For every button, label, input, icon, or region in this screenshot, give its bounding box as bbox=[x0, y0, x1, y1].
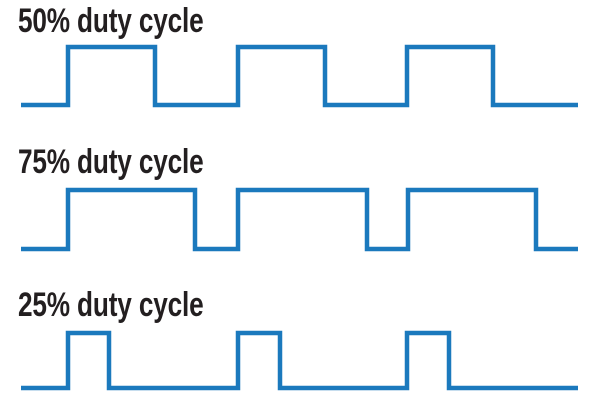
label-duty-cycle-25: 25% duty cycle bbox=[18, 286, 204, 324]
waveform-line-75 bbox=[21, 187, 578, 252]
label-duty-cycle-75: 75% duty cycle bbox=[18, 143, 204, 181]
label-duty-cycle-50: 50% duty cycle bbox=[18, 2, 204, 40]
waveform-line-25 bbox=[21, 330, 578, 391]
waveform-line-50 bbox=[21, 44, 578, 108]
